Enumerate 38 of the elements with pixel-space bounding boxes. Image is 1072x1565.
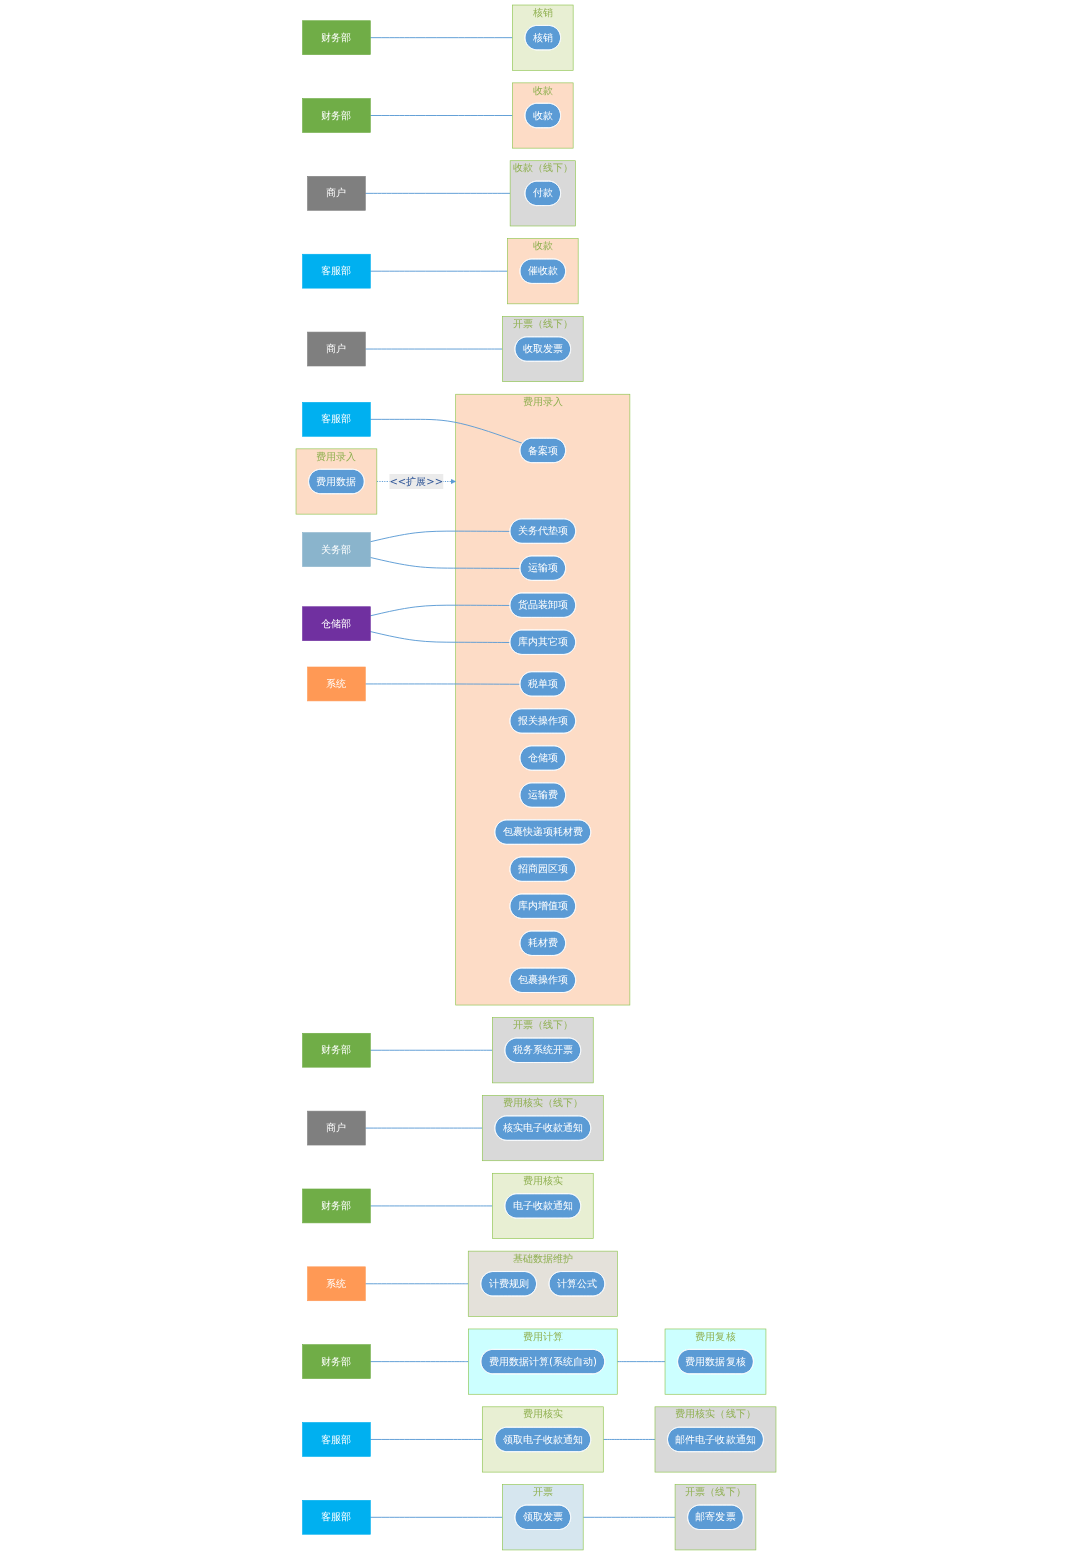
connector [369,418,524,444]
connector [369,270,508,272]
node-box: 财务部 [302,1344,371,1379]
connector [364,348,503,350]
node-box: 系统 [307,666,366,702]
node-box: 客服部 [302,1500,371,1535]
connector [369,1439,483,1440]
connector [364,1283,469,1285]
node-box: 财务部 [302,1033,371,1068]
node-box: 商户 [307,1110,366,1146]
connector [369,1361,469,1363]
connector [369,604,511,617]
connector [369,1516,503,1518]
node-box: 客服部 [302,1422,371,1457]
connector [582,1516,676,1518]
connector [369,557,521,569]
node-box: 系统 [307,1266,366,1302]
connector [364,683,521,685]
node-box: 商户 [307,176,366,211]
connector [369,530,511,543]
connector [369,37,513,39]
node-box: 商户 [307,331,366,367]
edge-label: <<扩展>> [389,475,444,488]
node-box: 财务部 [302,98,371,133]
connector [364,192,511,194]
connector [369,115,513,116]
node-box: 关务部 [302,532,371,567]
node-box: 财务部 [302,20,371,55]
connector [616,1361,666,1363]
connector [369,631,511,643]
connector [364,1127,483,1129]
node-box: 财务部 [302,1188,371,1224]
node-box: 客服部 [302,253,371,289]
connector [369,1205,493,1207]
connector [602,1439,656,1440]
connector [369,1049,493,1051]
node-box: 客服部 [302,402,371,437]
node-box: 仓储部 [302,606,371,641]
